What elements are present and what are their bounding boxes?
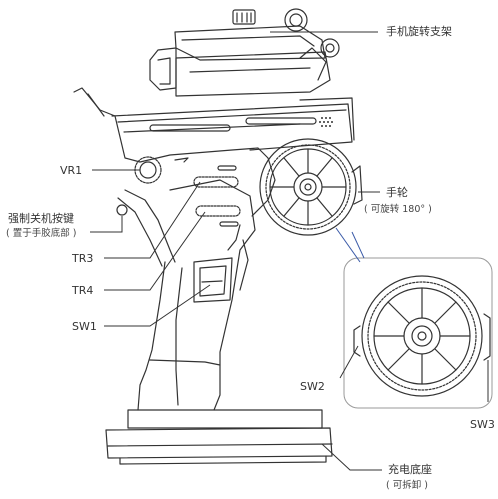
label-charging-base-note: ( 可拆卸 ) bbox=[386, 480, 428, 491]
label-charging-base: 充电底座 bbox=[388, 463, 432, 476]
label-vr1: VR1 bbox=[60, 164, 83, 177]
wheel-drawing bbox=[259, 138, 363, 236]
power-button-drawing bbox=[116, 204, 128, 216]
label-tr3: TR3 bbox=[72, 252, 94, 265]
sw2-leader bbox=[339, 345, 359, 379]
label-phone-mount: 手机旋转支架 bbox=[386, 25, 452, 38]
inset-wheel-drawing bbox=[343, 257, 493, 409]
label-tr4: TR4 bbox=[72, 284, 94, 297]
tr3-leader bbox=[104, 181, 201, 259]
label-sw3: SW3 bbox=[470, 418, 495, 431]
transmitter-body-drawing bbox=[73, 87, 355, 411]
label-power-button: 强制关机按键 bbox=[8, 212, 74, 225]
phone-mount-drawing bbox=[149, 8, 340, 97]
label-power-button-note: ( 置于手胶底部 ) bbox=[6, 228, 77, 239]
charging-base-leader bbox=[321, 443, 382, 471]
label-sw2: SW2 bbox=[300, 380, 325, 393]
label-sw1: SW1 bbox=[72, 320, 97, 333]
inset-connector-top bbox=[335, 227, 361, 263]
sw1-drawing bbox=[193, 257, 233, 303]
label-wheel-note: ( 可旋转 180° ) bbox=[364, 204, 432, 215]
label-wheel: 手轮 bbox=[386, 186, 408, 199]
power-button-leader bbox=[90, 216, 123, 233]
inset-connector-bottom bbox=[351, 231, 365, 259]
sw1-leader bbox=[104, 284, 211, 327]
trim-switches-drawing bbox=[193, 165, 241, 227]
tr4-leader bbox=[104, 211, 206, 291]
charging-base-drawing bbox=[105, 409, 333, 465]
